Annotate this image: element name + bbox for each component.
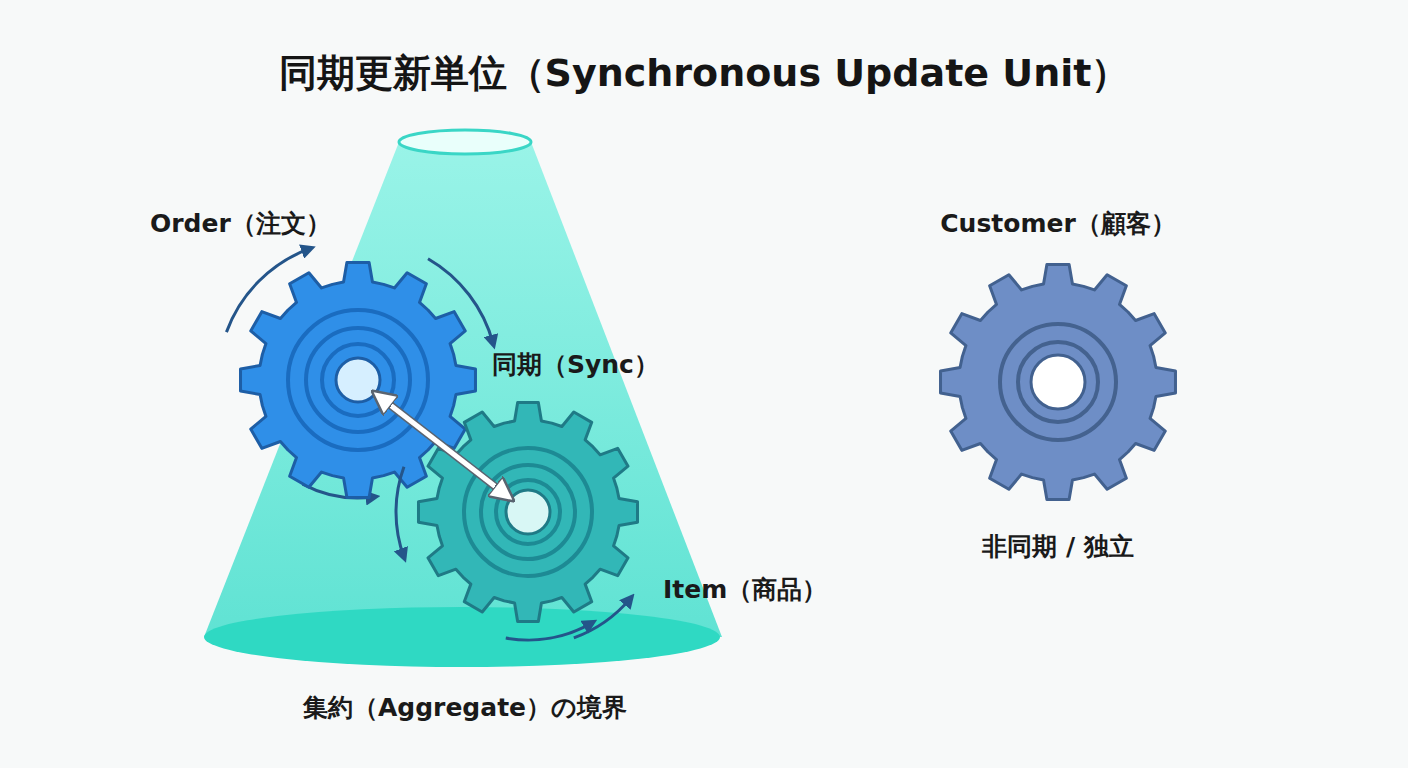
node-label: 集約（Aggregate）の境界 [200,692,730,724]
rotation-arrow [396,467,404,557]
arrow-outline [375,393,510,498]
gear-hub [1031,355,1085,409]
gear-ring [481,465,575,559]
gear-shape [938,262,1178,502]
item-gear: Item（商品） [416,400,640,624]
gear-ring [288,310,428,450]
cone-top [399,130,531,154]
gear-ring [464,448,592,576]
node-label: Item（商品） [663,574,883,606]
node-label: Order（注文） [150,208,370,240]
sync-arrow-group [375,393,510,498]
edge-label: 同期（Sync） [492,349,659,381]
node-note: 非同期 / 独立 [908,531,1208,563]
node-label: Customer（顧客） [888,208,1228,240]
cone-base [204,607,720,667]
gear-body [418,402,637,621]
gear-ring [322,344,394,416]
gear-ring [496,480,560,544]
gear-hub [336,358,380,402]
diagram-title: 同期更新単位（Synchronous Update Unit） [104,48,1304,98]
gear-body [941,265,1176,500]
gear-hub [506,490,550,534]
sync-arrow [375,393,510,498]
gear-ring [1018,342,1098,422]
gear-ring [306,328,410,432]
customer-gear: Customer（顧客）非同期 / 独立 [938,262,1178,502]
aggregate-boundary: 集約（Aggregate）の境界Order（注文）Item（商品） [200,125,730,735]
gear-ring [1000,324,1116,440]
gear-shape [416,400,640,624]
